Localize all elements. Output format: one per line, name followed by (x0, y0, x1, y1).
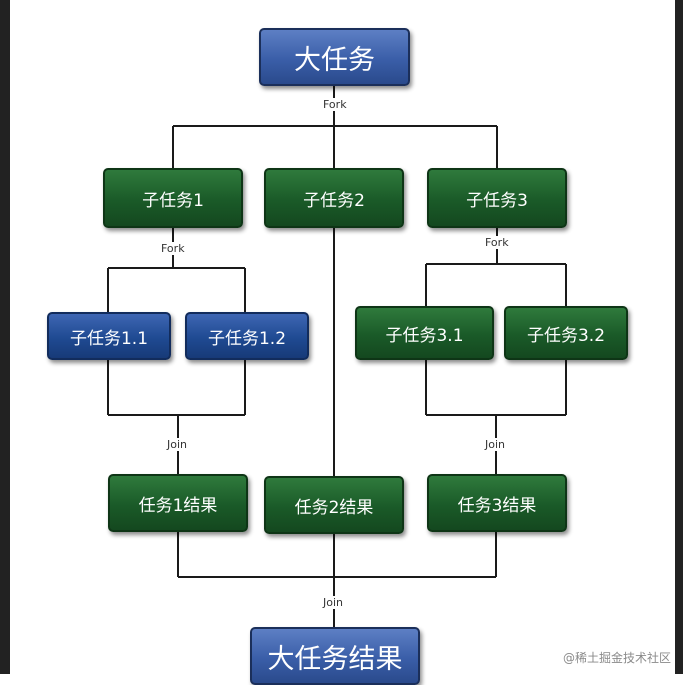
node-subtask-1-2: 子任务1.2 (185, 312, 309, 360)
node-subtask-3-2: 子任务3.2 (504, 306, 628, 360)
node-subtask-3-1: 子任务3.1 (355, 306, 494, 360)
fork-label-right: Fork (484, 236, 510, 249)
node-subtask-1: 子任务1 (103, 168, 243, 228)
node-subtask-3: 子任务3 (427, 168, 567, 228)
join-label-right: Join (484, 438, 507, 451)
node-result-1: 任务1结果 (108, 474, 248, 532)
node-result-2: 任务2结果 (264, 476, 404, 534)
node-final-result: 大任务结果 (250, 627, 420, 685)
node-root-task: 大任务 (259, 28, 410, 86)
fork-label-left: Fork (160, 242, 186, 255)
node-result-3: 任务3结果 (427, 474, 567, 532)
join-label-bottom: Join (322, 596, 345, 609)
left-frame-edge (0, 0, 10, 674)
node-subtask-2: 子任务2 (264, 168, 404, 228)
join-label-left: Join (166, 438, 189, 451)
watermark: @稀土掘金技术社区 (562, 651, 671, 665)
node-subtask-1-1: 子任务1.1 (47, 312, 171, 360)
right-frame-edge (675, 0, 683, 674)
fork-label-top: Fork (322, 98, 348, 111)
